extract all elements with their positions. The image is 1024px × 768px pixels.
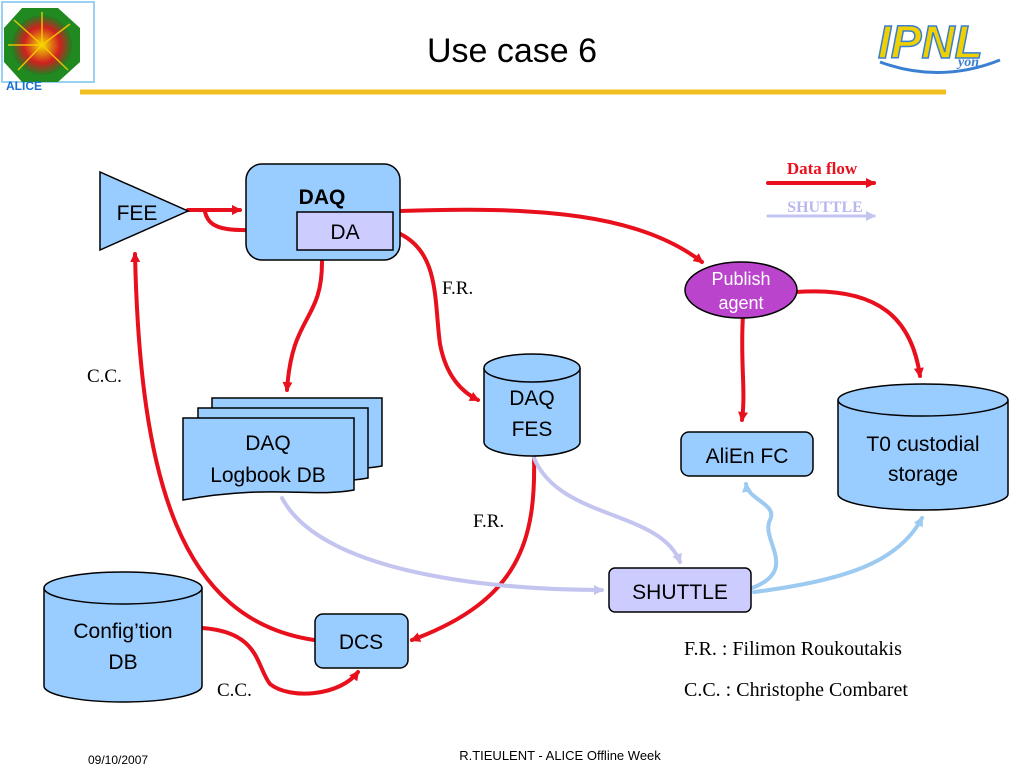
- arrow-da-fes: [394, 230, 480, 402]
- node-logbook-line2: Logbook DB: [210, 464, 326, 487]
- node-t0-line1: T0 custodial: [866, 433, 979, 456]
- edge-label-fr-bottom: F.R.: [473, 511, 504, 532]
- legend-shuttle-label: SHUTTLE: [787, 199, 863, 216]
- note-fr: F.R. : Filimon Roukoutakis: [684, 638, 902, 660]
- arrow-shuttle-alien: [742, 482, 779, 590]
- arrow-publish-t0: [794, 289, 924, 378]
- edge-label-fr-top: F.R.: [442, 278, 473, 299]
- arrow-daq-publish: [398, 207, 704, 264]
- arrow-dcs-fee: [130, 252, 316, 642]
- arrow-fes-dcs: [410, 454, 537, 642]
- arrow-publish-alien: [738, 314, 749, 422]
- arrow-shuttle-t0: [752, 516, 924, 594]
- node-publish-agent-line1: Publish: [711, 269, 770, 289]
- node-shuttle: SHUTTLE: [608, 567, 752, 613]
- ipnl-logo: IPNL yon: [877, 15, 1001, 74]
- node-daq-fes-line1: DAQ: [509, 387, 555, 410]
- note-cc: C.C. : Christophe Combaret: [684, 679, 908, 701]
- node-da-label: DA: [330, 221, 359, 244]
- edge-label-cc-bottom: C.C.: [217, 680, 252, 701]
- node-da: DA: [296, 211, 394, 251]
- footer-date: 09/10/2007: [88, 753, 148, 767]
- node-daq-fes: DAQ FES: [483, 353, 581, 457]
- legend-data-flow-label: Data flow: [787, 159, 858, 178]
- node-shuttle-label: SHUTTLE: [632, 581, 728, 604]
- arrow-daq-logbook: [282, 260, 324, 392]
- ipnl-logo-text: IPNL: [878, 16, 983, 68]
- node-alien-fc: AliEn FC: [680, 431, 814, 477]
- node-t0-line2: storage: [888, 463, 958, 486]
- node-daq-logbook: DAQ Logbook DB: [182, 397, 383, 501]
- alice-logo-text: ALICE: [6, 79, 42, 93]
- node-daq-label: DAQ: [299, 186, 346, 209]
- slide-title: Use case 6: [427, 32, 597, 70]
- node-dcs: DCS: [314, 613, 409, 669]
- node-publish-agent-line2: agent: [718, 293, 763, 313]
- alice-logo: ALICE: [1, 1, 95, 93]
- node-alien-fc-label: AliEn FC: [706, 445, 789, 468]
- node-fee-label: FEE: [117, 202, 158, 225]
- node-t0-storage: T0 custodial storage: [837, 383, 1009, 511]
- node-config-line2: DB: [108, 651, 137, 674]
- node-daq-fes-line2: FES: [512, 418, 553, 441]
- node-logbook-line1: DAQ: [245, 432, 291, 455]
- arrow-logbook-shuttle: [280, 496, 604, 595]
- footer-text: R.TIEULENT - ALICE Offline Week: [459, 748, 661, 763]
- node-config-line1: Config’tion: [73, 620, 172, 643]
- ipnl-logo-subtext: yon: [956, 55, 979, 70]
- node-publish-agent: Publish agent: [684, 261, 798, 319]
- node-config-db: Config’tion DB: [43, 571, 203, 703]
- arrow-config-dcs: [200, 626, 360, 696]
- node-dcs-label: DCS: [339, 631, 383, 654]
- edge-label-cc-left: C.C.: [87, 366, 122, 387]
- arrow-fes-shuttle: [532, 456, 682, 564]
- node-fee: FEE: [99, 170, 190, 252]
